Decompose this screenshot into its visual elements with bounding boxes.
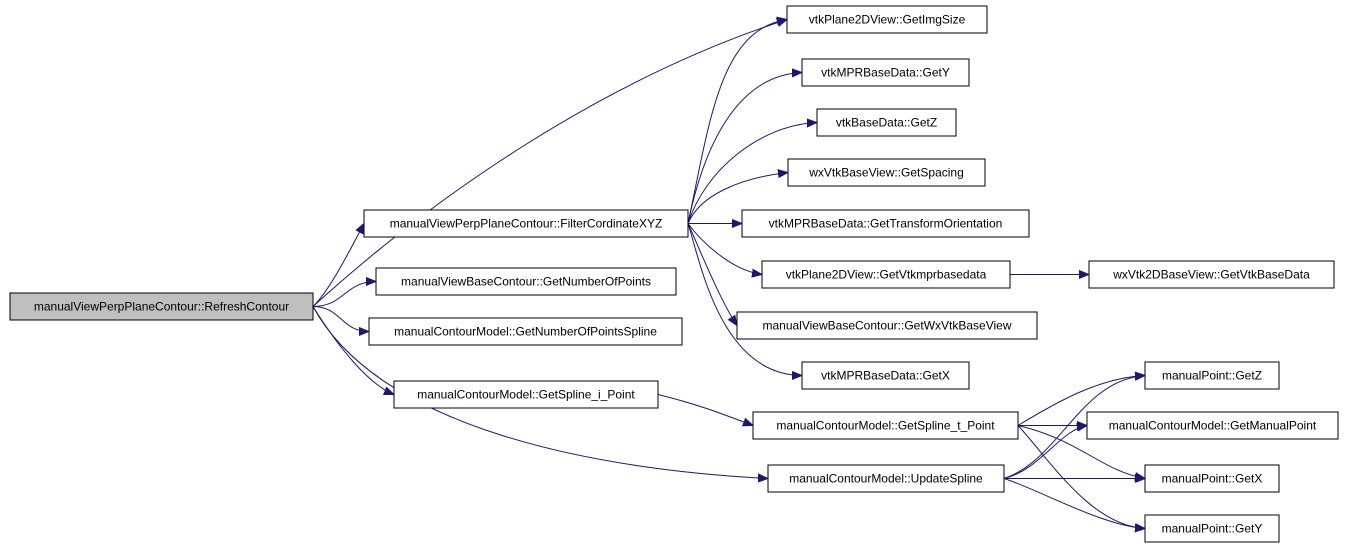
function-node-box: [801, 58, 970, 87]
call-edge-root-to-getnum: [312, 282, 376, 307]
function-node-label: manualViewBaseContour::GetNumberOfPoints: [401, 275, 651, 289]
function-node-box: [1144, 464, 1280, 493]
function-node-box: [363, 209, 689, 238]
function-node-label: manualViewPerpPlaneContour::RefreshConto…: [34, 300, 289, 314]
function-node-root[interactable]: manualViewPerpPlaneContour::RefreshConto…: [9, 292, 314, 321]
function-node-box: [375, 267, 677, 296]
function-node-getwxvtk[interactable]: manualViewBaseContour::GetWxVtkBaseView: [736, 311, 1038, 340]
function-node-label: vtkMPRBaseData::GetX: [821, 369, 950, 383]
function-node-getnum[interactable]: manualViewBaseContour::GetNumberOfPoints: [375, 267, 677, 296]
function-node-mp_getz[interactable]: manualPoint::GetZ: [1144, 361, 1280, 390]
call-edge-root-to-filter: [312, 224, 364, 307]
function-node-box: [1144, 514, 1280, 543]
function-node-box: [9, 292, 314, 321]
call-nodes: manualViewPerpPlaneContour::RefreshConto…: [9, 5, 1339, 543]
function-node-imgsize[interactable]: vtkPlane2DView::GetImgSize: [786, 5, 988, 34]
call-edge-filter-to-imgsize: [687, 20, 787, 224]
function-node-mp_gety[interactable]: manualPoint::GetY: [1144, 514, 1280, 543]
function-node-box: [816, 108, 957, 137]
call-edge-filter-to-getx_mpr: [687, 223, 802, 376]
call-edge-filter-to-getvtkmpr: [687, 223, 762, 275]
call-edge-update-to-getmanual: [1003, 426, 1087, 479]
function-node-box: [752, 411, 1019, 440]
function-node-getvtkbasedata[interactable]: wxVtk2DBaseView::GetVtkBaseData: [1088, 260, 1335, 289]
function-node-getx_mpr[interactable]: vtkMPRBaseData::GetX: [801, 361, 970, 390]
call-edge-filter-to-getwxvtk: [687, 223, 737, 326]
call-edge-root-to-update: [312, 306, 768, 479]
call-edge-root-to-getnumspline: [312, 306, 369, 332]
function-node-transform[interactable]: vtkMPRBaseData::GetTransformOrientation: [741, 209, 1030, 238]
function-node-getvtkmpr[interactable]: vtkPlane2DView::GetVtkmprbasedata: [761, 260, 1011, 289]
function-node-label: manualPoint::GetZ: [1162, 369, 1262, 383]
call-edge-getsplinet-to-mp_getx: [1017, 425, 1145, 479]
function-node-getsplinei[interactable]: manualContourModel::GetSpline_i_Point: [393, 380, 659, 409]
function-node-mp_getx[interactable]: manualPoint::GetX: [1144, 464, 1280, 493]
function-node-box: [787, 158, 986, 187]
function-node-label: vtkPlane2DView::GetVtkmprbasedata: [786, 268, 987, 282]
function-node-getz_base[interactable]: vtkBaseData::GetZ: [816, 108, 957, 137]
function-node-box: [786, 5, 988, 34]
function-node-box: [761, 260, 1011, 289]
function-node-getnumspline[interactable]: manualContourModel::GetNumberOfPointsSpl…: [368, 317, 683, 346]
call-edge-filter-to-gety_mpr: [687, 73, 802, 224]
function-node-box: [736, 311, 1038, 340]
function-node-box: [368, 317, 683, 346]
function-node-gety_mpr[interactable]: vtkMPRBaseData::GetY: [801, 58, 970, 87]
function-node-label: manualPoint::GetY: [1162, 522, 1263, 536]
function-node-box: [1086, 411, 1339, 440]
function-node-label: manualViewBaseContour::GetWxVtkBaseView: [762, 319, 1011, 333]
function-node-box: [1144, 361, 1280, 390]
call-edge-filter-to-getz_base: [687, 123, 817, 224]
function-node-label: manualContourModel::UpdateSpline: [789, 472, 983, 486]
function-node-box: [767, 464, 1005, 493]
function-node-update[interactable]: manualContourModel::UpdateSpline: [767, 464, 1005, 493]
call-edge-update-to-mp_getz: [1003, 376, 1145, 479]
call-edge-getsplinet-to-mp_getz: [1017, 376, 1145, 426]
function-node-getmanual[interactable]: manualContourModel::GetManualPoint: [1086, 411, 1339, 440]
call-edges: [312, 20, 1145, 529]
function-node-box: [1088, 260, 1335, 289]
call-edge-getsplinet-to-mp_gety: [1017, 425, 1145, 529]
function-node-label: vtkPlane2DView::GetImgSize: [809, 13, 966, 27]
function-node-box: [393, 380, 659, 409]
function-node-filter[interactable]: manualViewPerpPlaneContour::FilterCordin…: [363, 209, 689, 238]
call-edge-root-to-imgsize: [312, 20, 787, 307]
function-node-label: manualContourModel::GetManualPoint: [1109, 419, 1317, 433]
function-node-label: manualContourModel::GetNumberOfPointsSpl…: [394, 325, 657, 339]
call-edge-filter-to-spacing: [687, 173, 788, 224]
function-node-label: vtkBaseData::GetZ: [836, 116, 937, 130]
function-node-getsplinet[interactable]: manualContourModel::GetSpline_t_Point: [752, 411, 1019, 440]
function-node-label: wxVtk2DBaseView::GetVtkBaseData: [1112, 268, 1310, 282]
function-node-label: manualPoint::GetX: [1162, 472, 1263, 486]
function-node-spacing[interactable]: wxVtkBaseView::GetSpacing: [787, 158, 986, 187]
function-node-label: manualContourModel::GetSpline_i_Point: [417, 388, 635, 402]
function-node-label: manualViewPerpPlaneContour::FilterCordin…: [390, 217, 663, 231]
function-node-label: vtkMPRBaseData::GetTransformOrientation: [769, 217, 1003, 231]
function-node-box: [801, 361, 970, 390]
function-node-label: wxVtkBaseView::GetSpacing: [808, 166, 964, 180]
function-node-label: manualContourModel::GetSpline_t_Point: [776, 419, 995, 433]
call-edge-update-to-mp_gety: [1003, 478, 1145, 529]
function-node-label: vtkMPRBaseData::GetY: [821, 66, 950, 80]
function-node-box: [741, 209, 1030, 238]
call-edge-getsplinei-to-getsplinet: [657, 394, 753, 426]
